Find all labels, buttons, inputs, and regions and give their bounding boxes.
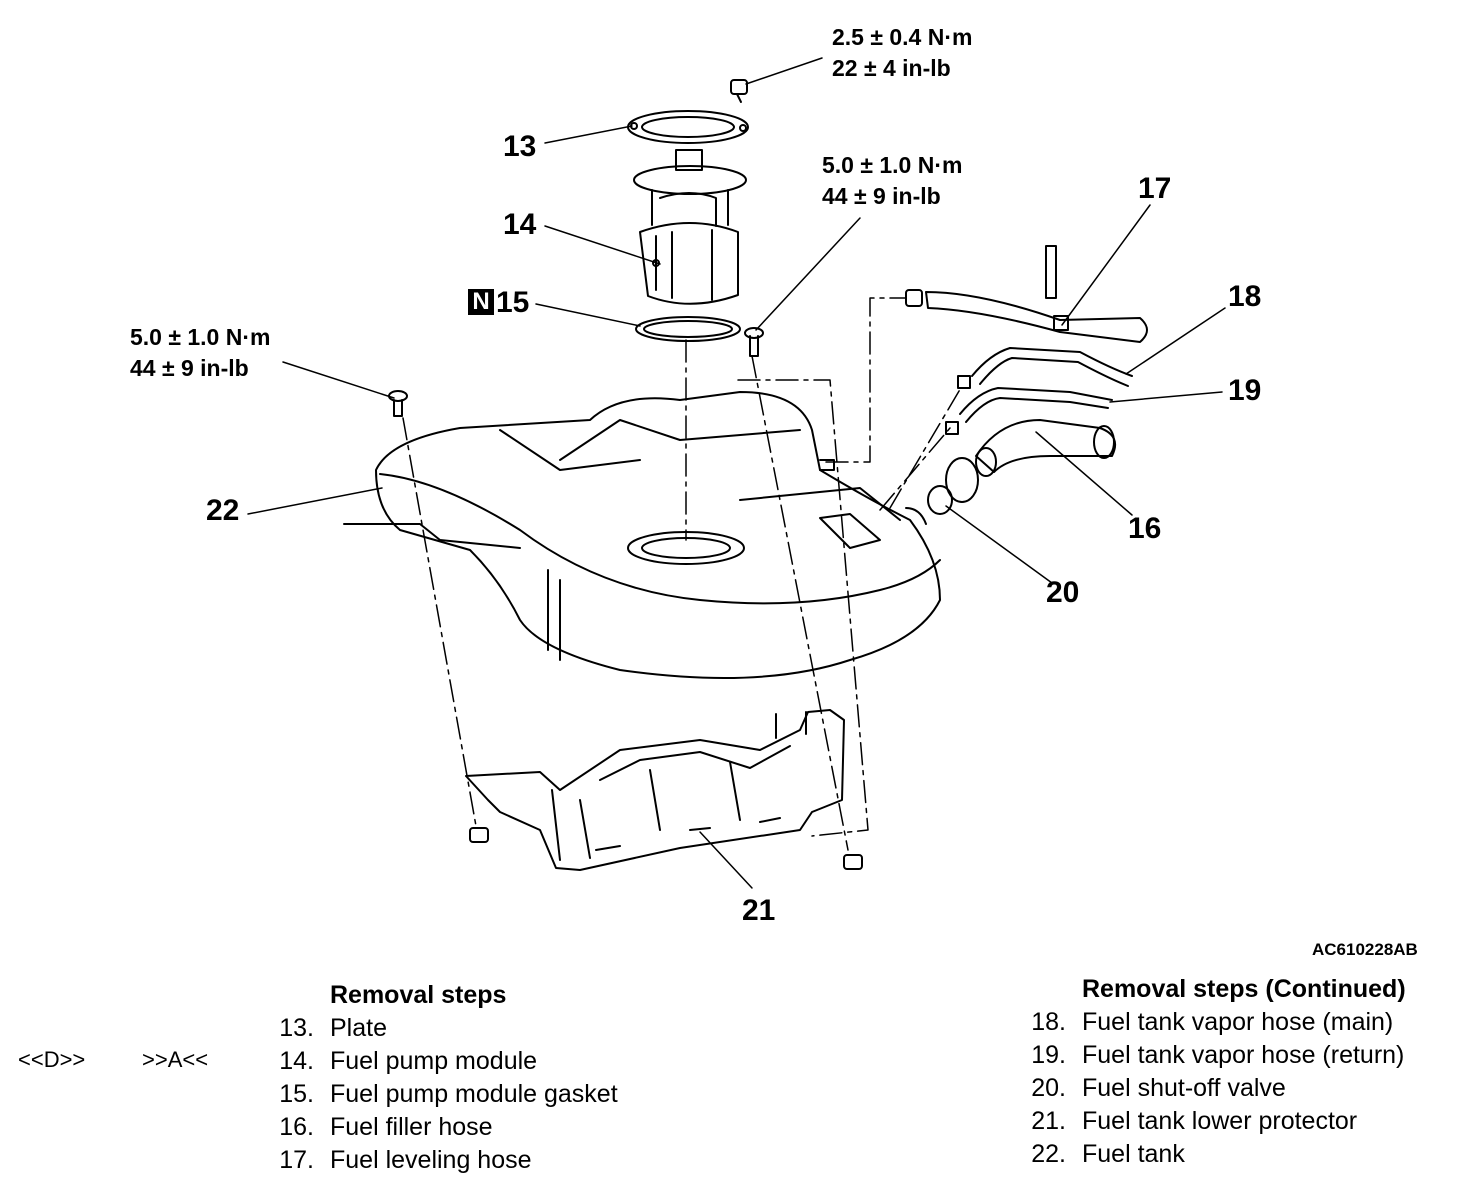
fuel-tank-exploded-diagram	[247, 57, 1226, 889]
assembly-lines	[402, 297, 963, 851]
step-label: Fuel tank	[1082, 1140, 1185, 1168]
step-number: 17.	[279, 1146, 314, 1174]
new-part-badge: N	[468, 289, 494, 315]
step-label: Fuel tank lower protector	[1082, 1107, 1358, 1135]
step-number: 16.	[279, 1113, 314, 1141]
torque-spec-module-bolt: 5.0 ± 1.0 N·m 44 ± 9 in-lb	[822, 150, 962, 212]
step-label: Fuel filler hose	[330, 1113, 493, 1141]
callout-22: 22	[206, 494, 240, 527]
removal-steps-title: Removal steps	[330, 981, 507, 1009]
callout-14: 14	[503, 208, 537, 241]
torque-spec-tank-bolt: 5.0 ± 1.0 N·m 44 ± 9 in-lb	[130, 322, 270, 384]
step-label: Fuel pump module gasket	[330, 1080, 618, 1108]
gasket-15	[635, 316, 741, 342]
torque-metric: 5.0 ± 1.0 N·m	[822, 152, 963, 178]
callout-16: 16	[1128, 512, 1162, 545]
shut-off-valve-20	[927, 457, 979, 515]
step-number: 21.	[1031, 1107, 1066, 1135]
fuel-pump-module-14	[633, 149, 747, 305]
step-label: Fuel leveling hose	[330, 1146, 532, 1174]
step-number: 20.	[1031, 1074, 1066, 1102]
step-label: Plate	[330, 1014, 387, 1042]
step-number: 13.	[279, 1014, 314, 1042]
step-number: 15.	[279, 1080, 314, 1108]
step-number: 18.	[1031, 1008, 1066, 1036]
plate-13	[627, 110, 749, 144]
callout-19: 19	[1228, 374, 1262, 407]
callout-20: 20	[1046, 576, 1080, 609]
lower-protector-21	[465, 709, 845, 871]
step-label: Fuel shut-off valve	[1082, 1074, 1286, 1102]
leveling-hose-17	[905, 245, 1148, 343]
step-number: 22.	[1031, 1140, 1066, 1168]
removal-reference-mark: <<D>>	[18, 1047, 86, 1072]
leader-lines	[247, 57, 1226, 889]
filler-hose-16	[975, 419, 1116, 477]
installation-reference-mark: >>A<<	[142, 1047, 209, 1072]
torque-imperial: 22 ± 4 in-lb	[832, 55, 951, 81]
tank-bolt	[388, 390, 408, 417]
callout-15-label: 15	[496, 286, 530, 319]
callout-18: 18	[1228, 280, 1262, 313]
torque-metric: 2.5 ± 0.4 N·m	[832, 24, 973, 50]
step-label: Fuel pump module	[330, 1047, 538, 1075]
fuel-tank-22	[343, 391, 941, 679]
removal-steps-continued-title: Removal steps (Continued)	[1082, 975, 1406, 1003]
vapor-hose-main-18	[957, 347, 1133, 389]
callout-17: 17	[1138, 172, 1172, 205]
callout-21: 21	[742, 894, 776, 927]
step-number: 14.	[279, 1047, 314, 1075]
torque-spec-plate-screw: 2.5 ± 0.4 N·m 22 ± 4 in-lb	[832, 22, 972, 84]
callout-13: 13	[503, 130, 537, 163]
torque-imperial: 44 ± 9 in-lb	[822, 183, 941, 209]
protector-clips	[469, 827, 863, 870]
plate-screw	[730, 79, 748, 103]
module-bolt	[744, 327, 764, 357]
figure-id: AC610228AB	[1312, 940, 1418, 959]
step-label: Fuel tank vapor hose (main)	[1082, 1008, 1394, 1036]
step-number: 19.	[1031, 1041, 1066, 1069]
step-label: Fuel tank vapor hose (return)	[1082, 1041, 1405, 1069]
torque-imperial: 44 ± 9 in-lb	[130, 355, 249, 381]
vapor-hose-return-19	[945, 387, 1113, 435]
torque-metric: 5.0 ± 1.0 N·m	[130, 324, 271, 350]
